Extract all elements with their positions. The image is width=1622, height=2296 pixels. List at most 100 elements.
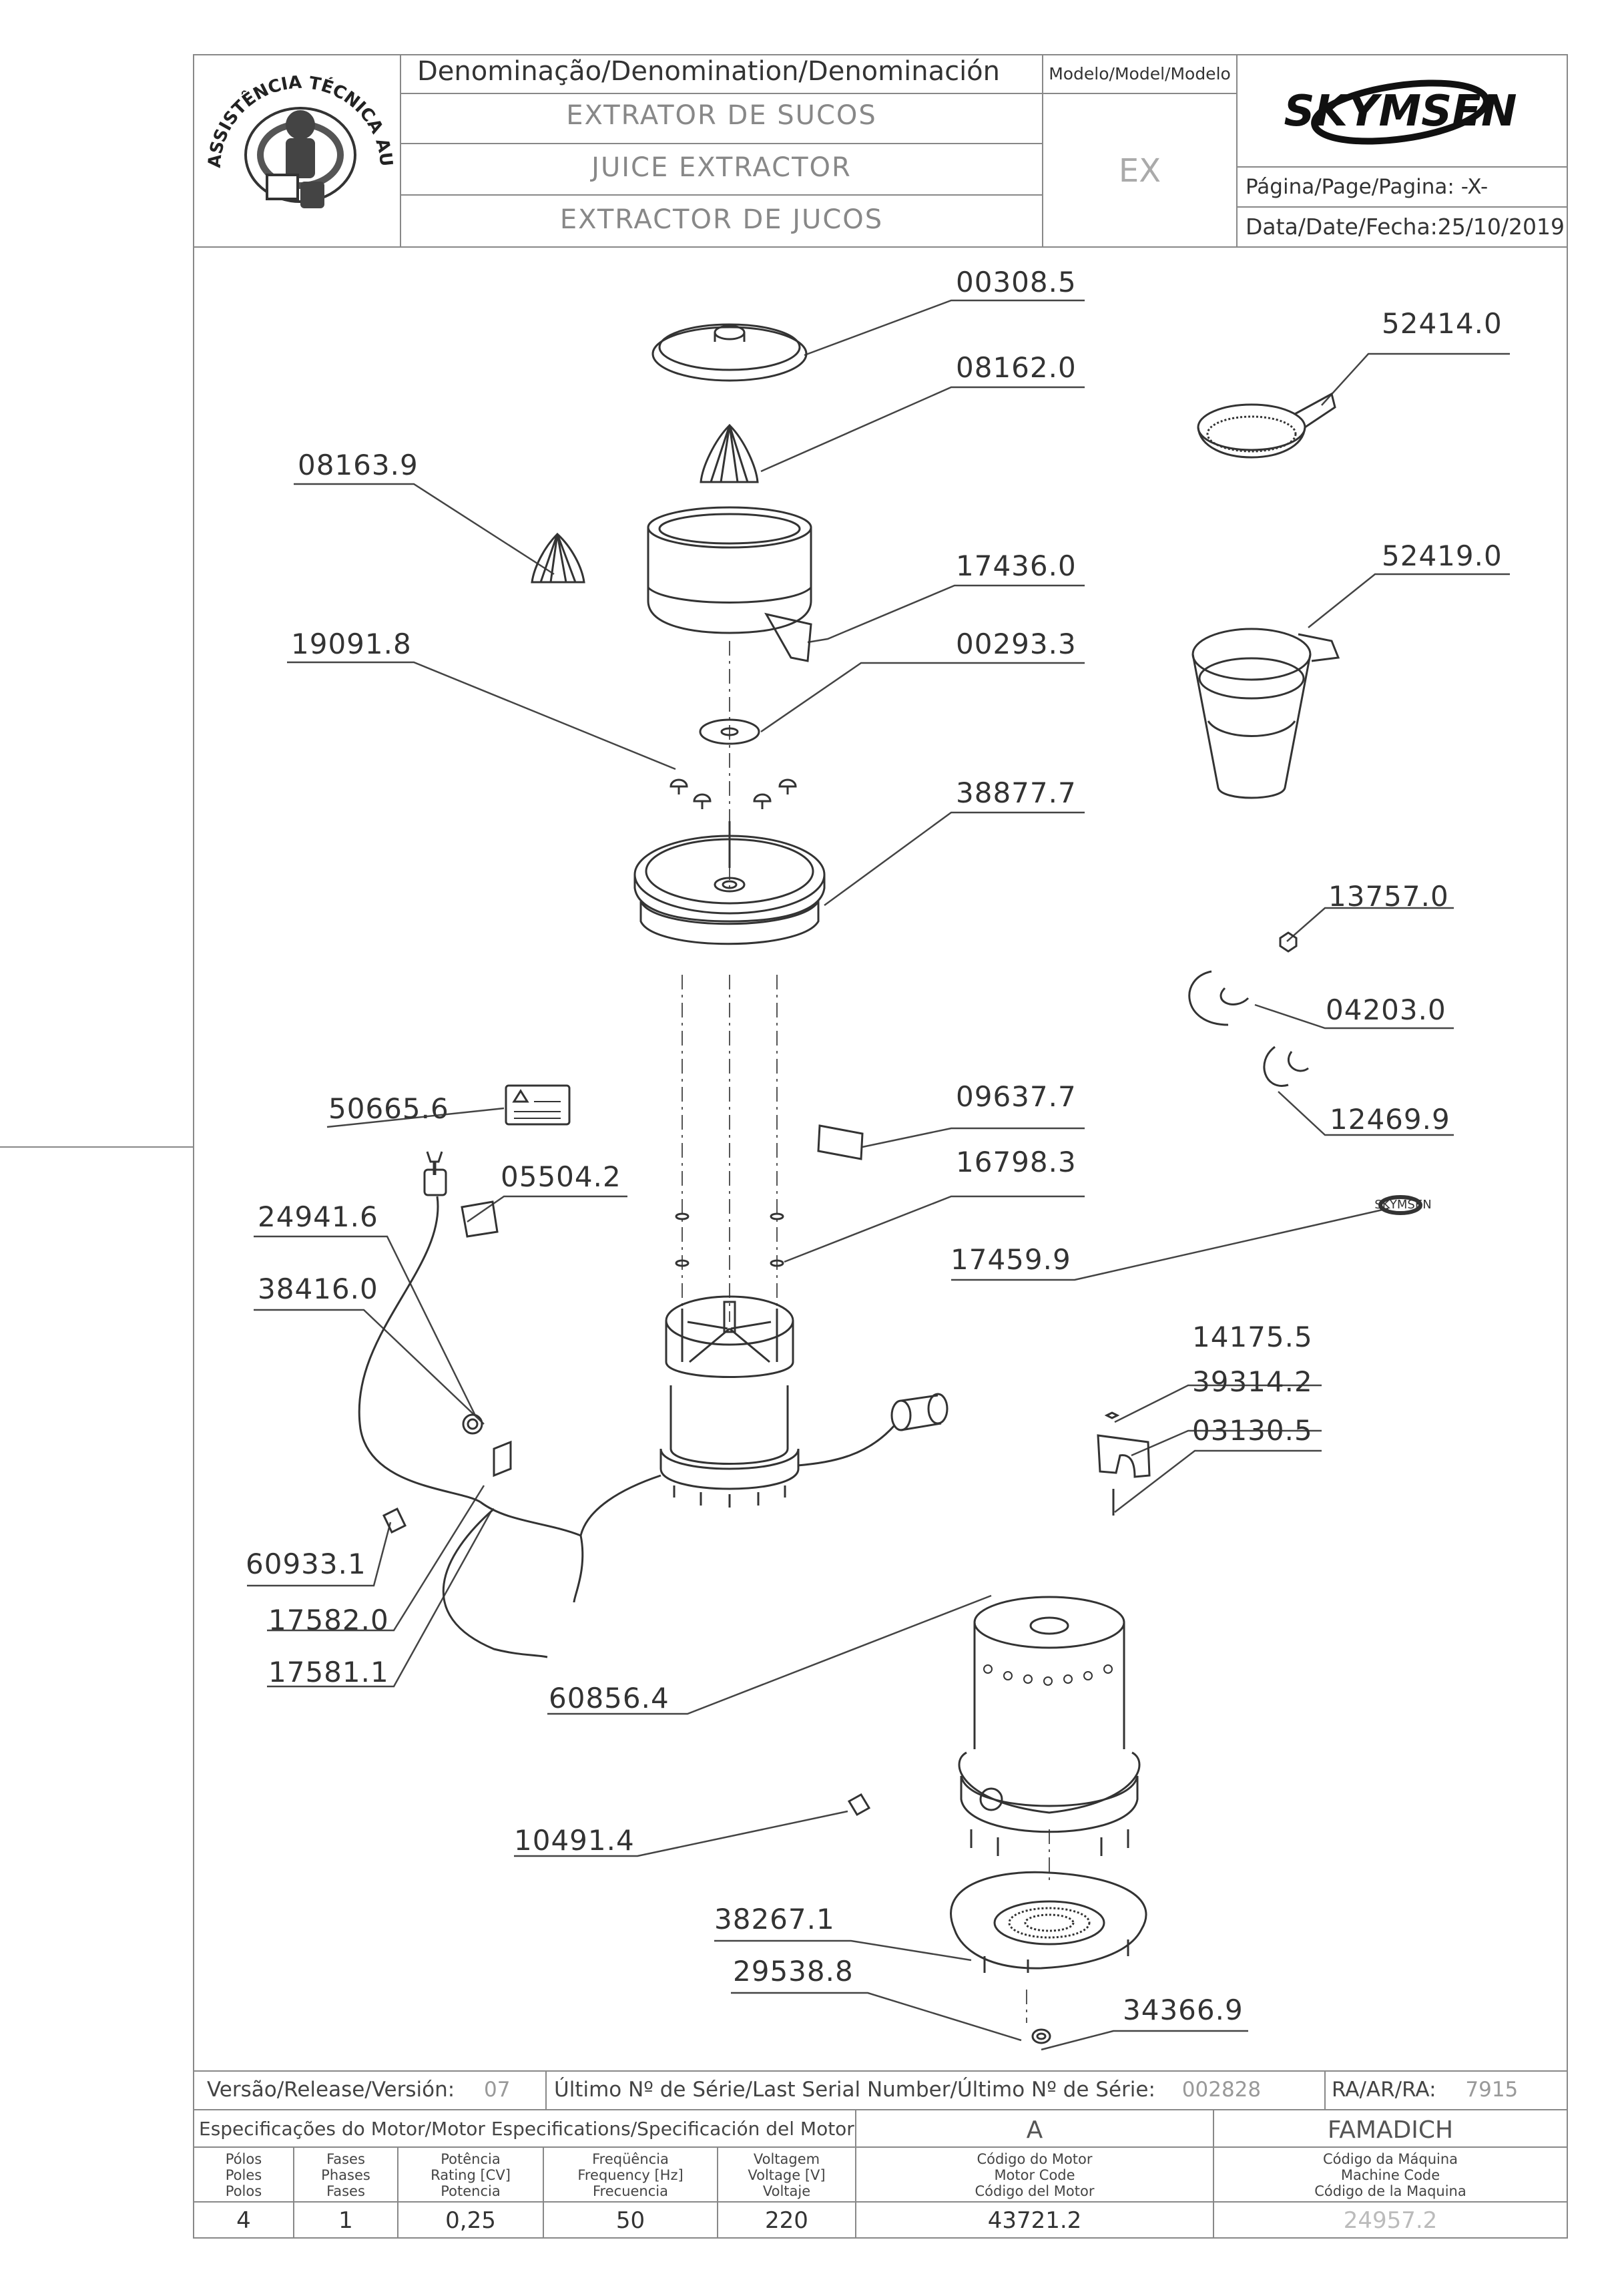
spec-value-motor-code: 43721.2 [987,2207,1082,2234]
part-label: 60933.1 [246,1548,366,1580]
part-label: 34366.9 [1123,1994,1244,2026]
serial-field: Último Nº de Série/Last Serial Number/Úl… [554,2078,1261,2102]
part-label: 04203.0 [1326,993,1446,1026]
reamer-small [531,532,585,584]
part-label: 08163.9 [298,449,419,481]
page-label: Página/Page/Pagina: [1246,175,1454,199]
part-label: 16798.3 [956,1146,1077,1178]
part-label: 38267.1 [714,1903,835,1935]
motor-spec-label: Especificações do Motor/Motor Especifica… [199,2118,854,2140]
model-value: EX [1118,152,1161,190]
capacitor [797,1393,949,1467]
washer [699,718,760,745]
page-field: Página/Page/Pagina: -X- [1246,175,1488,199]
part-label: 03130.5 [1192,1414,1313,1447]
juice-bowl [647,506,812,662]
reamer-large [700,423,759,483]
power-cord-wiring [358,1151,661,1658]
warning-label [505,1084,571,1126]
version-value: 07 [484,2078,511,2102]
part-label: 12469.9 [1330,1103,1450,1136]
version-field: Versão/Release/Versión: 07 [207,2078,511,2102]
leader-lines [247,299,1510,2051]
brand-decal [1378,1195,1422,1215]
id-plate [817,1124,864,1160]
part-label: 05504.2 [501,1160,621,1193]
spec-value-frequency: 50 [615,2207,645,2234]
spec-value-machine-code: 24957.2 [1343,2207,1438,2234]
authorized-service-seal: ASSISTÊNCIA TÉCNICA AUTORIZADA [200,55,396,208]
part-label: 00293.3 [956,628,1077,660]
pulp-bucket [1191,628,1340,799]
date-field: Data/Date/Fecha:25/10/2019 [1246,214,1565,240]
manufacturer: FAMADICH [1327,2116,1454,2144]
skymsen-logo: SKYMSEN [1284,79,1517,145]
part-label: 17436.0 [956,549,1077,582]
part-label: 60856.4 [549,1682,669,1714]
part-label: 39314.2 [1192,1365,1313,1398]
part-label: 13757.0 [1328,880,1449,913]
ra-field: RA/AR/RA: 7915 [1332,2078,1518,2102]
part-label: 24941.6 [258,1200,378,1233]
part-label: 14175.5 [1192,1321,1313,1353]
part-label: 29538.8 [733,1955,854,1988]
spring-clips [1188,970,1309,1087]
motor-housing [958,1596,1141,1856]
top-housing-plate [633,821,826,945]
rubber-feet [669,778,797,809]
motor-assembly [659,1295,800,1508]
motor-washers [675,1212,784,1267]
motor-letter: A [1026,2116,1043,2144]
decal-brand-text: SKYMSEN [1374,1198,1431,1212]
part-label: 50665.6 [328,1092,449,1125]
serial-label: Último Nº de Série/Last Serial Number/Úl… [554,2078,1155,2102]
serial-value: 002828 [1181,2078,1262,2102]
part-label: 17582.0 [268,1604,389,1636]
spec-value-voltage: 220 [765,2207,808,2234]
bottom-foot [1031,2028,1051,2044]
strainer-basket [1197,392,1336,459]
spec-value-rating: 0,25 [445,2207,496,2234]
date-label: Data/Date/Fecha: [1246,214,1438,240]
part-label: 09637.7 [956,1080,1077,1113]
part-label: 00308.5 [956,266,1077,298]
part-label: 52414.0 [1382,307,1503,340]
part-label: 38877.7 [956,776,1077,809]
part-label: 17581.1 [268,1656,389,1688]
brand-name: SKYMSEN [1284,87,1517,136]
name-english: JUICE EXTRACTOR [591,152,852,183]
name-spanish: EXTRACTOR DE JUCOS [559,204,884,235]
page-value: -X- [1460,175,1489,199]
lid-part [651,323,808,382]
version-label: Versão/Release/Versión: [207,2078,455,2102]
part-label: 17459.9 [951,1243,1071,1276]
part-label: 38416.0 [258,1273,378,1305]
gasket-part [461,1200,499,1238]
nut-part [1279,931,1298,953]
cable-grommet [847,1793,871,1817]
date-value: 25/10/2019 [1437,214,1565,240]
denomination-label: Denominação/Denomination/Denominación [417,56,1001,87]
cord-clamp [1097,1411,1151,1516]
ra-value: 7915 [1465,2078,1519,2102]
spec-value-phases: 1 [338,2207,353,2234]
bottom-grille-plate [950,1871,1147,1973]
ra-label: RA/AR/RA: [1332,2078,1436,2102]
spec-value-poles: 4 [236,2207,251,2234]
model-label: Modelo/Model/Modelo [1049,64,1231,83]
name-portuguese: EXTRATOR DE SUCOS [566,100,877,131]
part-label: 52419.0 [1382,539,1503,572]
part-label: 19091.8 [291,628,412,660]
part-label: 10491.4 [514,1824,635,1857]
part-label: 08162.0 [956,351,1077,384]
